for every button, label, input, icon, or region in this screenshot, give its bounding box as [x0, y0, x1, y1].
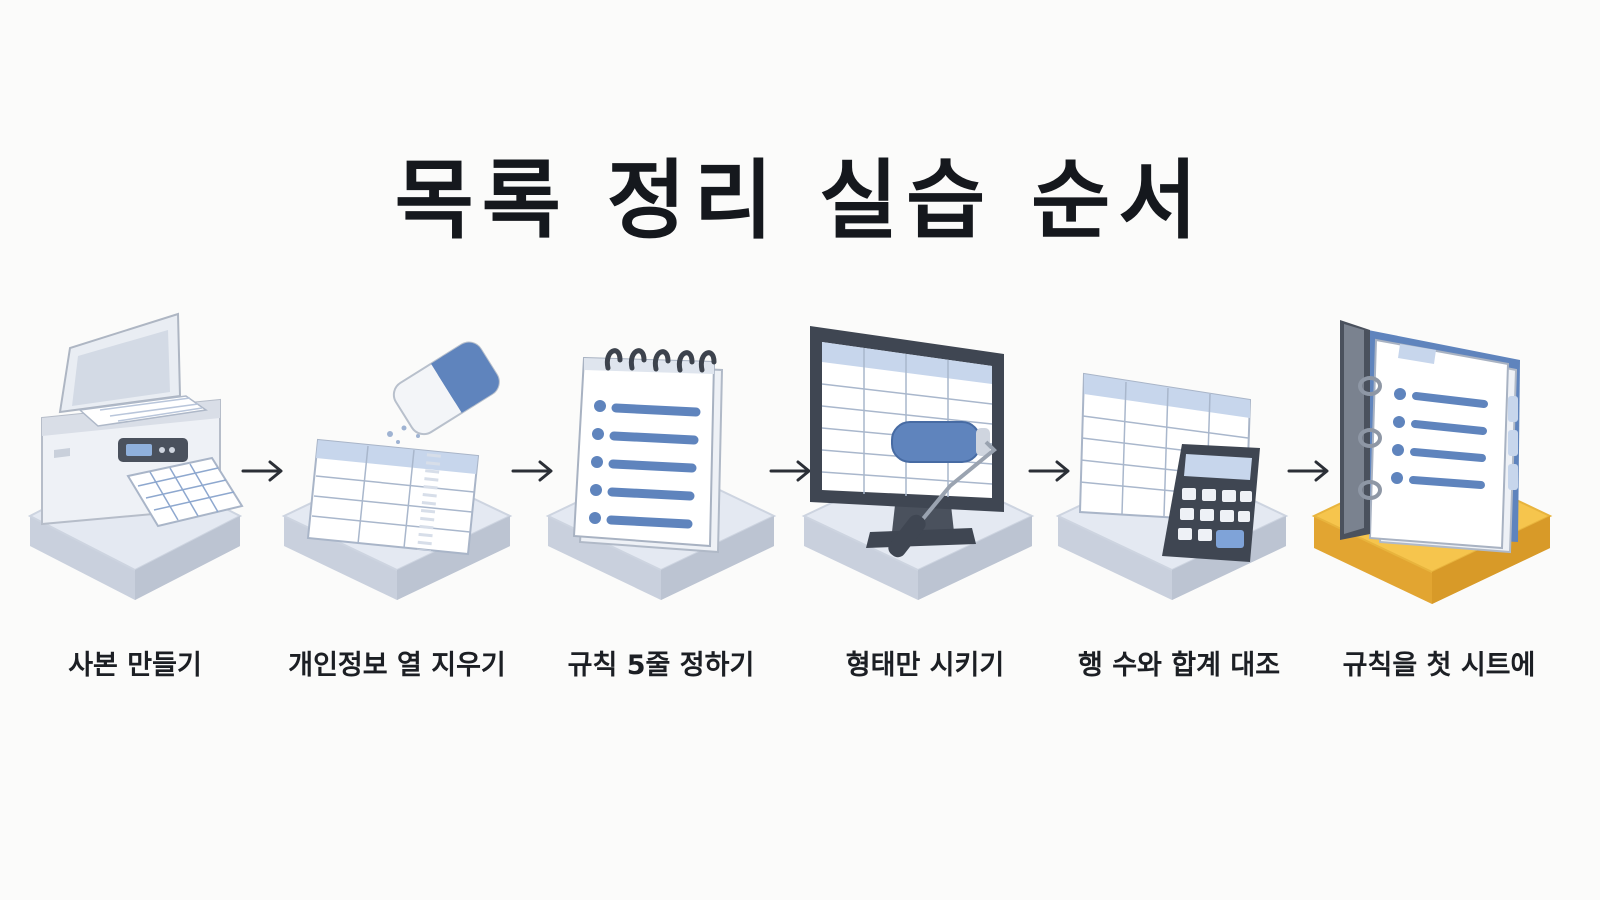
- step-6: 규칙을 첫 시트에: [1311, 300, 1564, 700]
- paint-roller-monitor-icon: [801, 326, 1035, 600]
- copier-icon: [27, 312, 244, 600]
- step-4: 형태만 시키기: [800, 300, 1050, 700]
- step-label: 규칙을 첫 시트에: [1342, 650, 1536, 681]
- step-label: 형태만 시키기: [845, 650, 1005, 681]
- arrow-icon: [238, 456, 288, 486]
- arrow-icon: [1025, 456, 1075, 486]
- step-1: 사본 만들기: [10, 300, 260, 700]
- page-title: 목록 정리 실습 순서: [394, 151, 1206, 251]
- arrow-icon: [766, 456, 816, 486]
- eraser-icon: [281, 341, 513, 600]
- arrow-icon: [508, 456, 558, 486]
- step-5: 행 수와 합계 대조: [1054, 300, 1304, 700]
- step-label: 규칙 5줄 정하기: [567, 650, 755, 681]
- step-2: 개인정보 열 지우기: [272, 300, 522, 700]
- arrow-icon: [1284, 456, 1334, 486]
- binder-icon: [1311, 320, 1553, 604]
- step-label: 사본 만들기: [68, 650, 202, 681]
- calculator-icon: [1055, 372, 1289, 600]
- step-label: 개인정보 열 지우기: [288, 650, 506, 681]
- step-3: 규칙 5줄 정하기: [536, 300, 786, 700]
- step-label: 행 수와 합계 대조: [1077, 650, 1281, 681]
- notepad-icon: [545, 348, 777, 600]
